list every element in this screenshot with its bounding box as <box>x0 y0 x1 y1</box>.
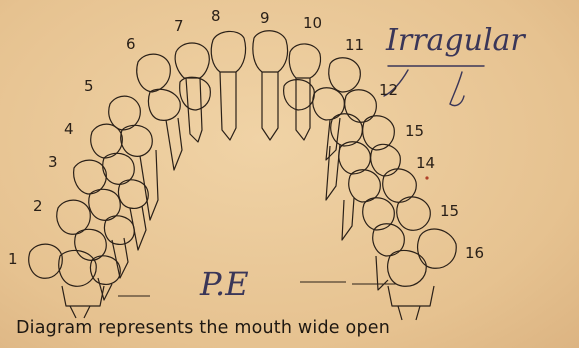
tooth-crown-7 <box>175 43 210 142</box>
tooth-number-8: 8 <box>211 9 221 24</box>
tooth-number-16: 16 <box>465 246 484 261</box>
tooth-crown-8 <box>211 31 245 140</box>
tooth-number-1: 1 <box>8 252 18 267</box>
tooth-number-10: 10 <box>303 16 322 31</box>
tooth-number-14: 14 <box>416 156 435 171</box>
tooth-number-12: 12 <box>379 83 398 98</box>
tooth-crown-5 <box>109 96 158 220</box>
handwritten-initials: P.E <box>200 268 249 300</box>
tooth-number-2: 2 <box>33 199 43 214</box>
diagram-caption: Diagram represents the mouth wide open <box>16 318 390 338</box>
tooth-crown-4 <box>91 124 149 250</box>
tooth-crown-9 <box>253 31 288 140</box>
tooth-number-6: 6 <box>126 37 136 52</box>
tooth-number-15-lower: 15 <box>440 204 459 219</box>
tooth-number-7: 7 <box>174 19 184 34</box>
tooth-crown-6 <box>137 54 182 170</box>
tooth-number-9: 9 <box>260 11 270 26</box>
tooth-number-4: 4 <box>64 122 74 137</box>
tooth-number-15-upper: 15 <box>405 124 424 139</box>
tooth-crown-15-lower <box>363 197 431 256</box>
tooth-crown-1 <box>29 244 112 318</box>
tooth-crown-16 <box>376 229 456 320</box>
tooth-crown-12 <box>326 90 376 200</box>
tooth-number-11: 11 <box>345 38 364 53</box>
tooth-number-3: 3 <box>48 155 58 170</box>
handwritten-annotation: Irragular <box>386 26 525 56</box>
tooth-number-5: 5 <box>84 79 94 94</box>
